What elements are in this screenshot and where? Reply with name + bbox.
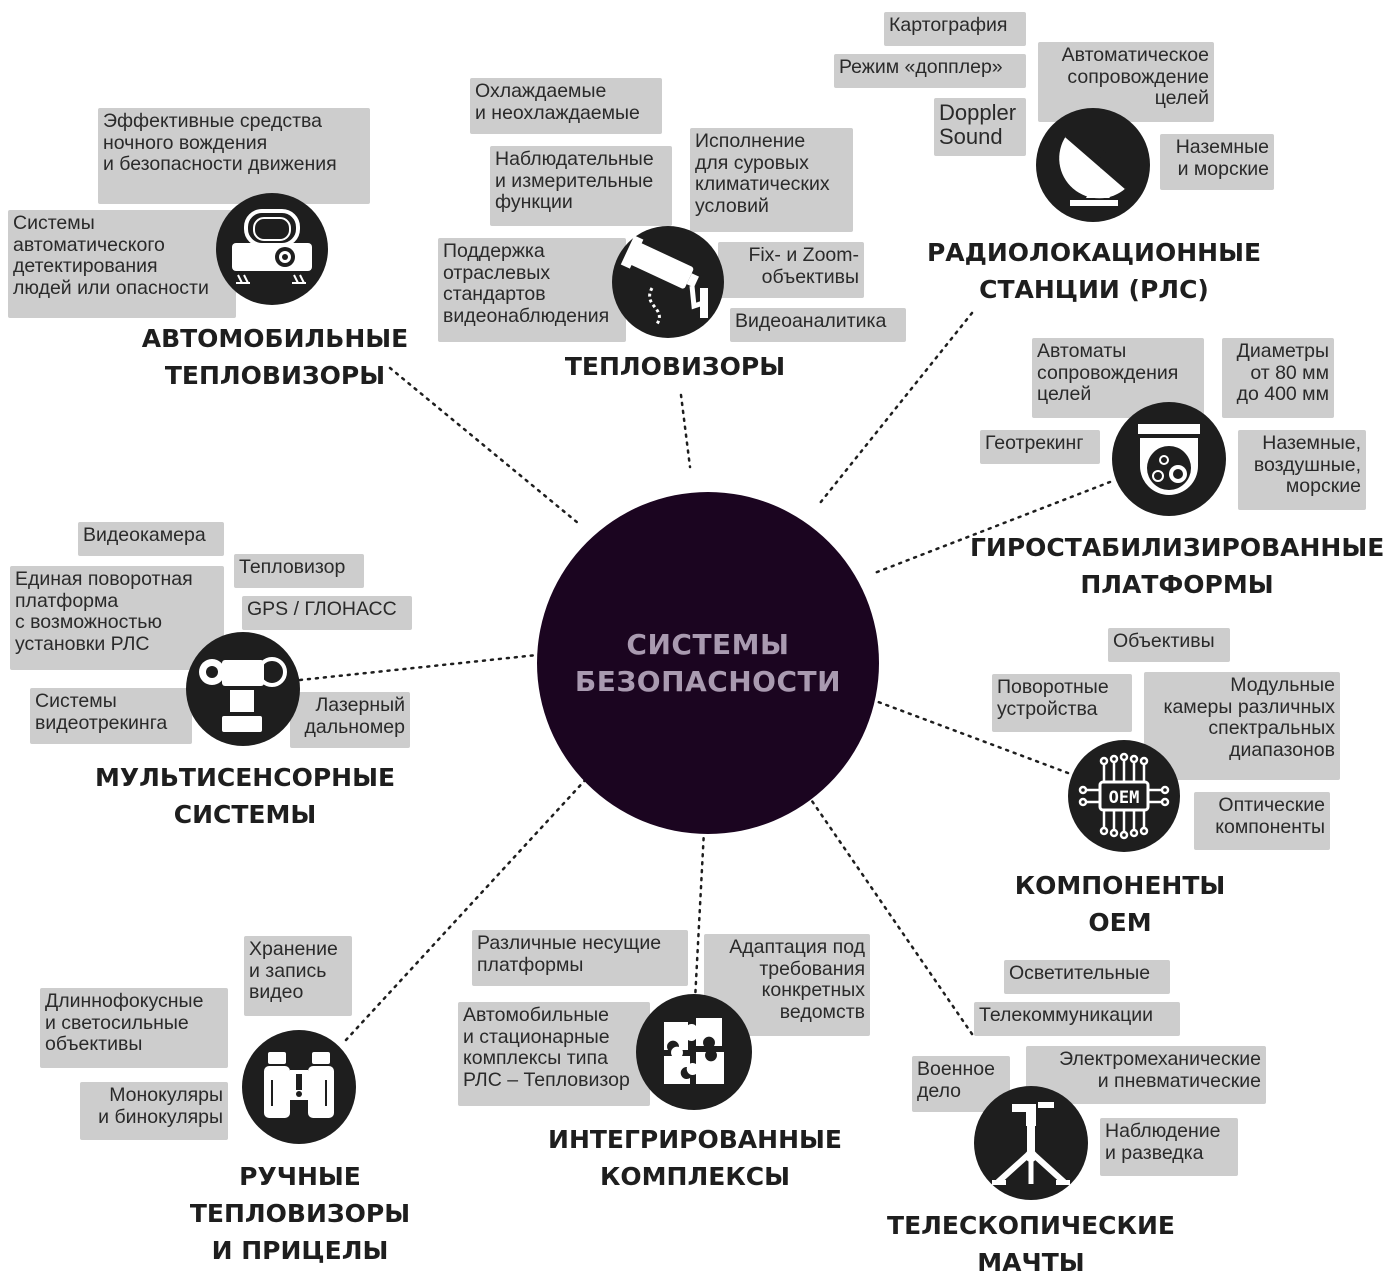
title-integrated: ИНТЕГРИРОВАННЫЕ КОМПЛЕКСЫ	[548, 1125, 842, 1191]
projector-camera-icon	[216, 193, 328, 305]
central-node: СИСТЕМЫ БЕЗОПАСНОСТИ	[537, 492, 879, 834]
tag-thermal-lenses: Fix- и Zoom- объективы	[718, 242, 864, 298]
tag-gyro-geotracking: Геотрекинг	[980, 430, 1100, 464]
connector-handheld	[344, 775, 590, 1042]
tag-thermal-cooled: Охлаждаемые и неохлаждаемые	[470, 78, 662, 134]
tag-handheld-recording: Хранение и запись видео	[244, 936, 352, 1016]
oem-chip-label: OEM	[1109, 788, 1140, 808]
tag-integrated-platforms: Различные несущие платформы	[472, 930, 688, 986]
tag-mast-telecom: Телекоммуникации	[974, 1002, 1180, 1036]
connector-gyro	[870, 480, 1112, 576]
tag-integrated-complexes: Автомобильные и стационарные комплексы т…	[458, 1002, 650, 1106]
tag-radar-auto-tracking: Автоматическое сопровождение целей	[1038, 42, 1214, 122]
tag-handheld-lenses: Длиннофокусные и светосильные объективы	[40, 988, 228, 1068]
title-oem: КОМПОНЕНТЫ OEM	[1014, 871, 1226, 937]
connector-radar	[818, 311, 974, 505]
tag-radar-doppler-mode: Режим «допплер»	[834, 54, 1026, 88]
title-auto-thermal: АВТОМОБИЛЬНЫЕ ТЕПЛОВИЗОРЫ	[141, 324, 409, 390]
tag-radar-doppler-sound: Doppler Sound	[934, 98, 1026, 156]
tag-multi-thermal: Тепловизор	[234, 554, 364, 588]
title-handheld: РУЧНЫЕ ТЕПЛОВИЗОРЫ И ПРИЦЕЛЫ	[189, 1162, 411, 1265]
connector-oem	[871, 698, 1070, 775]
tag-radar-ground-sea: Наземные и морские	[1160, 134, 1274, 190]
title-radar: РАДИОЛОКАЦИОННЫЕ СТАНЦИИ (РЛС)	[926, 238, 1262, 304]
tag-auto-night-driving: Эффективные средства ночного вождения и …	[98, 108, 370, 204]
tag-thermal-analytics: Видеоаналитика	[730, 308, 906, 342]
connector-auto	[388, 366, 580, 525]
tag-gyro-diameters: Диаметры от 80 мм до 400 мм	[1222, 338, 1334, 418]
tag-thermal-harsh-climate: Исполнение для суровых климатических усл…	[690, 128, 853, 232]
tag-mast-electromechanical: Электромеханические и пневматические	[1026, 1046, 1266, 1104]
tag-oem-rotators: Поворотные устройства	[992, 674, 1132, 732]
tag-mast-surveillance: Наблюдение и разведка	[1100, 1118, 1238, 1176]
title-gyro: ГИРОСТАБИЛИЗИРОВАННЫЕ ПЛАТФОРМЫ	[970, 533, 1384, 599]
radar-dish-icon	[1036, 108, 1150, 222]
connector-thermal	[679, 393, 692, 469]
title-mast: ТЕЛЕСКОПИЧЕСКИЕ МАЧТЫ	[887, 1211, 1175, 1277]
connector-multi	[298, 653, 539, 682]
tag-multi-videocamera: Видеокамера	[78, 522, 224, 556]
binoculars-icon	[242, 1030, 356, 1144]
tag-multi-platform: Единая поворотная платформа с возможност…	[10, 566, 224, 670]
tag-multi-videotracking: Системы видеотрекинга	[30, 688, 192, 744]
puzzle-icon	[636, 994, 752, 1110]
tag-mast-lighting: Осветительные	[1004, 960, 1170, 994]
tag-thermal-observation: Наблюдательные и измерительные функции	[490, 146, 672, 226]
tag-gyro-platforms: Наземные, воздушные, морские	[1238, 430, 1366, 510]
multisensor-head-icon	[186, 632, 300, 746]
tag-thermal-standards: Поддержка отраслевых стандартов видеонаб…	[438, 238, 626, 342]
gyro-dome-camera-icon	[1112, 402, 1226, 516]
tag-multi-rangefinder: Лазерный дальномер	[290, 692, 410, 748]
tag-oem-modular-cameras: Модульные камеры различных спектральных …	[1144, 672, 1340, 780]
tag-handheld-monoculars: Монокуляры и бинокуляры	[80, 1082, 228, 1140]
tag-oem-lenses: Объективы	[1108, 628, 1230, 662]
oem-chip-icon: OEM	[1068, 740, 1180, 852]
surveillance-camera-icon	[612, 226, 724, 338]
tag-radar-cartography: Картография	[884, 12, 1026, 46]
tag-mast-military: Военное дело	[912, 1056, 1010, 1112]
connector-mast	[799, 783, 974, 1036]
tag-auto-detection: Системы автоматического детектирования л…	[8, 210, 236, 318]
center-title: СИСТЕМЫ БЕЗОПАСНОСТИ	[574, 628, 842, 698]
connector-integrated	[693, 810, 707, 1002]
tag-oem-optical: Оптические компоненты	[1194, 792, 1330, 850]
title-thermal: ТЕПЛОВИЗОРЫ	[564, 352, 786, 381]
tripod-mast-icon	[974, 1086, 1088, 1200]
tag-multi-gps: GPS / ГЛОНАСС	[242, 596, 412, 630]
title-multi: МУЛЬТИСЕНСОРНЫЕ СИСТЕМЫ	[94, 763, 396, 829]
